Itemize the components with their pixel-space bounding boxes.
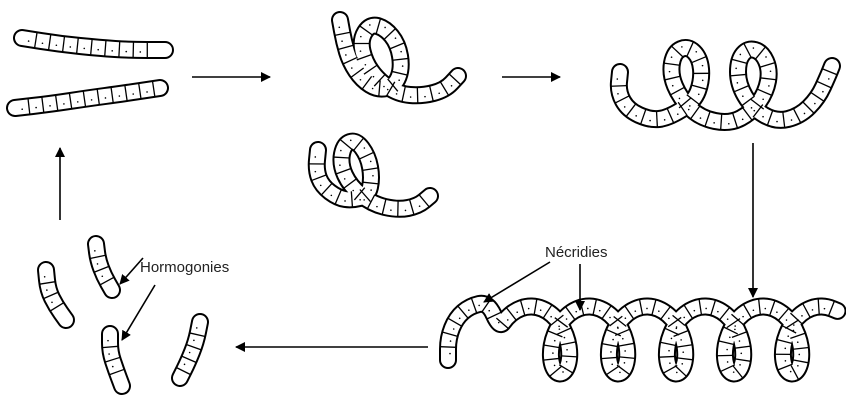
hormogonie-3 [102, 334, 124, 386]
straight-filament-2 [15, 81, 160, 114]
hormogonie-1 [39, 270, 66, 320]
filaments-layer [15, 19, 838, 386]
loop-filament-1 [335, 19, 461, 104]
pointer-necridies-1 [484, 262, 550, 302]
straight-filament-1 [22, 32, 165, 58]
hormogonie-2 [90, 244, 114, 290]
label-necridies: Nécridies [545, 244, 608, 261]
spiral-filament-necridies [440, 298, 837, 380]
loop-filament-2 [309, 138, 430, 217]
pointer-hormogonies-2 [122, 285, 155, 340]
spiral-filament-2loops [611, 42, 837, 130]
hormogonie-4 [176, 322, 205, 378]
label-hormogonies: Hormogonies [140, 259, 229, 276]
